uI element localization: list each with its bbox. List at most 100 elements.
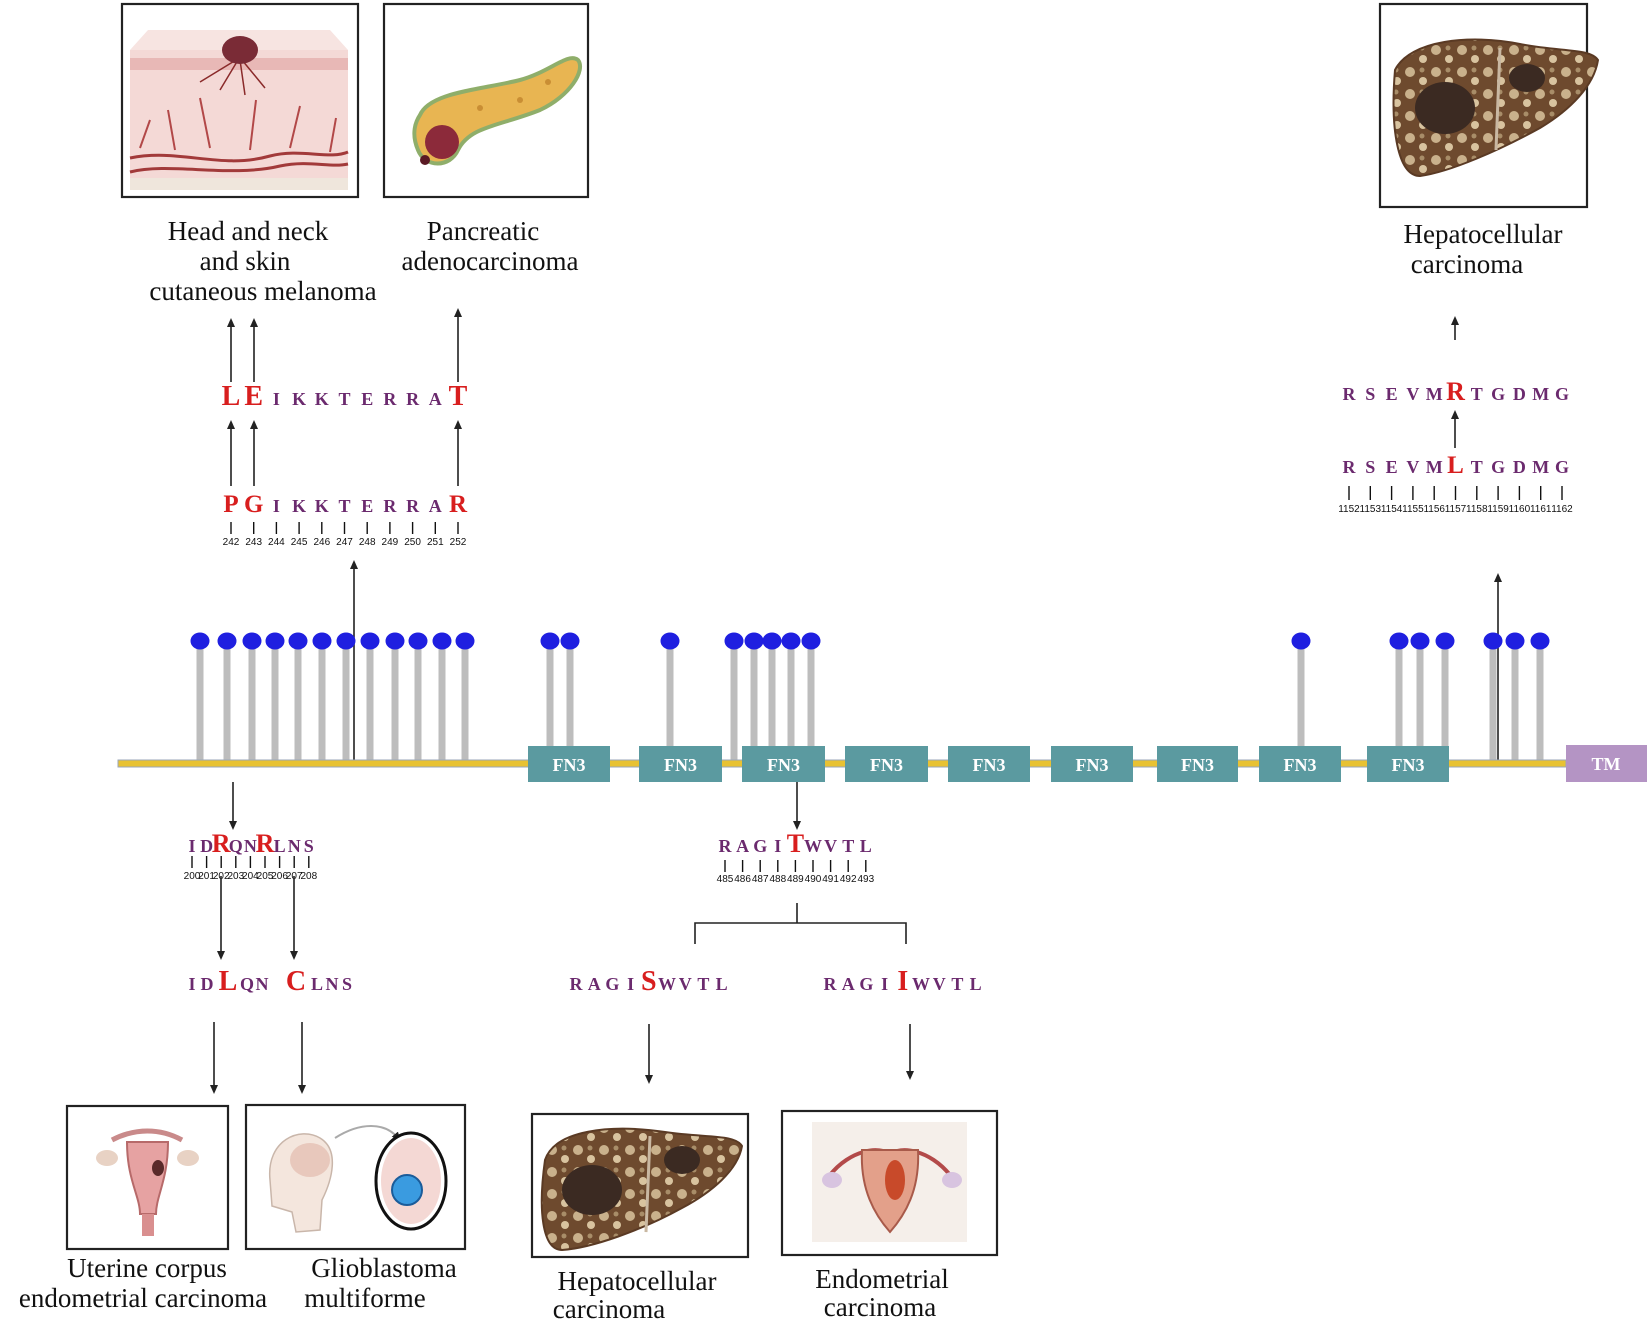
fn3-domain-label: FN3 xyxy=(1181,755,1214,775)
residue: G xyxy=(1555,384,1569,404)
position-label: 250 xyxy=(404,537,421,548)
mutated-residue: P xyxy=(223,491,238,518)
lollipop-stem xyxy=(366,641,374,760)
lollipop-stem xyxy=(1297,641,1305,760)
mutation-site-marker xyxy=(1483,632,1503,650)
mutated-residue: S xyxy=(641,966,657,997)
residue: R xyxy=(824,974,838,994)
fn3-domain-label: FN3 xyxy=(664,755,697,775)
residue: W xyxy=(658,974,676,994)
position-label: 1160 xyxy=(1509,504,1531,515)
residue: I xyxy=(188,836,195,856)
mutation-site-marker xyxy=(1389,632,1409,650)
mutation-site-marker xyxy=(744,632,764,650)
lollipop-stem xyxy=(248,641,256,760)
residue: A xyxy=(736,836,749,856)
residue: I xyxy=(774,836,781,856)
position-label: 488 xyxy=(769,874,786,885)
fn3-domain-label: FN3 xyxy=(767,755,800,775)
position-label: 243 xyxy=(245,537,262,548)
residue: W xyxy=(912,974,930,994)
position-label: 1155 xyxy=(1402,504,1424,515)
mutated-residue: R xyxy=(212,829,231,858)
residue: E xyxy=(1386,457,1398,477)
tm-domain xyxy=(1566,745,1647,782)
mutated-residue: L xyxy=(222,381,241,412)
residue: I xyxy=(273,389,280,409)
position-label: 1159 xyxy=(1487,504,1509,515)
residue: M xyxy=(1532,384,1549,404)
caption-hcc-bottom-line1: Hepatocellular xyxy=(558,1266,717,1296)
lollipop-stem xyxy=(730,641,738,760)
mutation-site-marker xyxy=(242,632,262,650)
liver-illustration-bottom xyxy=(530,1112,750,1259)
fn3-domain xyxy=(742,746,825,782)
residue: G xyxy=(605,974,619,994)
residue: A xyxy=(588,974,601,994)
residue: M xyxy=(1532,457,1549,477)
mutation-site-marker xyxy=(781,632,801,650)
residue: V xyxy=(1406,457,1419,477)
position-label: 493 xyxy=(857,874,874,885)
fn3-domain xyxy=(1259,746,1341,782)
caption-glioblastoma-line2: multiforme xyxy=(304,1283,425,1313)
residue: N xyxy=(256,974,269,994)
caption-hcc-top-line2: carcinoma xyxy=(1411,249,1523,279)
position-label: 1161 xyxy=(1530,504,1552,515)
residue: R xyxy=(1343,384,1357,404)
lollipop-stem xyxy=(750,641,758,760)
mutation-site-marker xyxy=(1291,632,1311,650)
residue: L xyxy=(970,974,982,994)
mutated-residue: G xyxy=(244,491,263,518)
residue: I xyxy=(188,974,195,994)
fn3-domain xyxy=(528,746,610,782)
position-label: 251 xyxy=(427,537,444,548)
mutated-residue: E xyxy=(244,381,263,412)
residue: T xyxy=(1471,457,1483,477)
residue: T xyxy=(842,836,854,856)
mutation-site-marker xyxy=(455,632,475,650)
mutated-residue: R xyxy=(1446,377,1465,406)
lollipop-stem xyxy=(1536,641,1544,760)
residue: T xyxy=(338,389,350,409)
residue: I xyxy=(627,974,634,994)
position-label: 245 xyxy=(291,537,308,548)
lollipop-stem xyxy=(787,641,795,760)
fn3-domain-label: FN3 xyxy=(1284,755,1317,775)
lollipop-stem xyxy=(438,641,446,760)
branch-connector xyxy=(694,903,907,944)
mutation-site-marker xyxy=(312,632,332,650)
residue: K xyxy=(315,389,329,409)
mutation-site-marker xyxy=(265,632,285,650)
mutation-site-marker xyxy=(560,632,580,650)
lollipop-stem xyxy=(223,641,231,760)
residue: D xyxy=(1513,457,1526,477)
tm-domain-label: TM xyxy=(1592,754,1621,774)
position-label: 485 xyxy=(717,874,734,885)
residue: V xyxy=(933,974,946,994)
endometrium-illustration xyxy=(780,1109,999,1257)
residue: E xyxy=(1386,384,1398,404)
mutation-site-marker xyxy=(360,632,380,650)
residue: N xyxy=(326,974,339,994)
lollipop-stem xyxy=(1489,641,1497,760)
residue: K xyxy=(315,496,329,516)
residue: L xyxy=(274,836,286,856)
position-label: 252 xyxy=(450,537,467,548)
residue: N xyxy=(244,836,257,856)
residue: L xyxy=(860,836,872,856)
melanoma-illustration xyxy=(120,2,360,199)
lollipop-stem xyxy=(546,641,554,760)
position-label: 489 xyxy=(787,874,804,885)
fn3-domain-label: FN3 xyxy=(1076,755,1109,775)
residue: K xyxy=(292,389,306,409)
position-label: 201 xyxy=(198,871,215,882)
mutation-site-marker xyxy=(385,632,405,650)
residue: S xyxy=(342,974,352,994)
